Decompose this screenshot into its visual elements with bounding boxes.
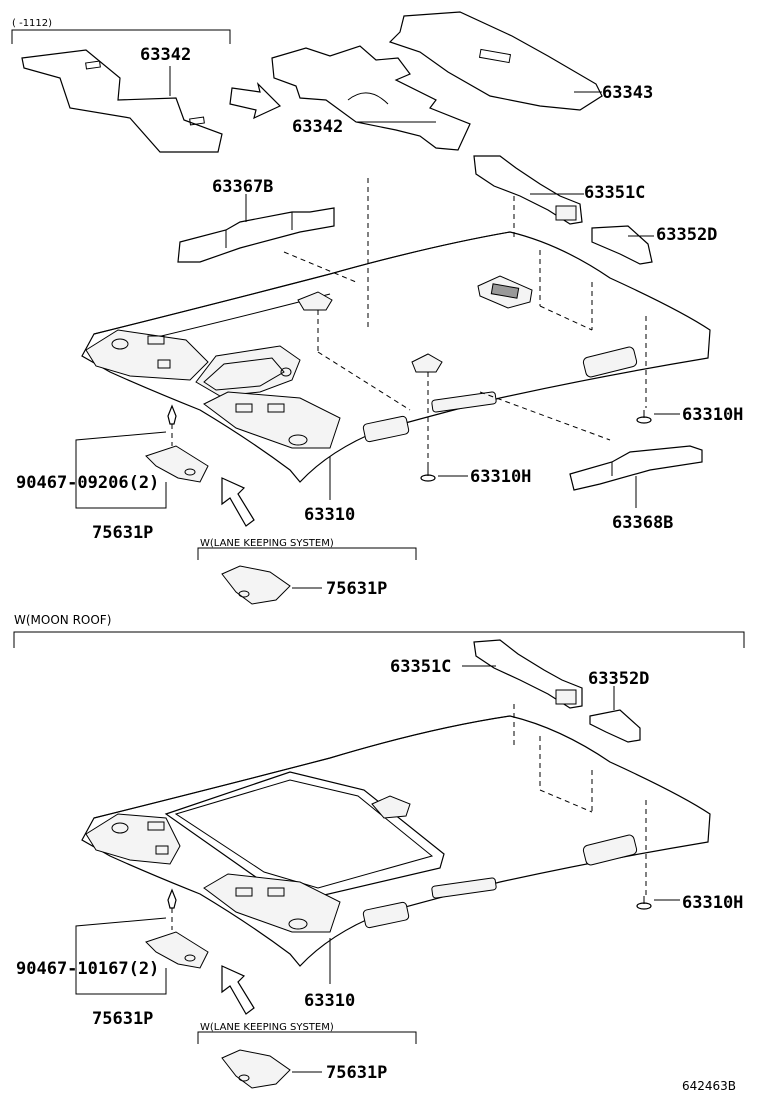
part-63368B: 63368B <box>569 445 703 533</box>
part-63351C: 63351C <box>473 155 645 225</box>
clip-63310H-right-upper: 63310H <box>636 405 743 425</box>
moon-roof-bracket: W(MOON ROOF) <box>13 613 745 648</box>
part-63351C-lower: 63351C <box>390 639 583 709</box>
label-75631P-a: 75631P <box>92 523 153 543</box>
top-bracket: ( -1112) <box>11 18 231 44</box>
label-63368B: 63368B <box>612 513 673 533</box>
pad-63342-large: 63342 <box>271 45 471 151</box>
headliner-63310-lower: 63310 <box>81 704 711 1011</box>
clip-63310H-lower: 63310H <box>636 893 743 913</box>
label-90467-10167: 90467-10167(2) <box>16 959 159 979</box>
headliner-63310-upper: 63310 <box>81 178 711 525</box>
label-75631P-lower-b: 75631P <box>326 1063 387 1083</box>
label-63310H-a: 63310H <box>682 405 743 425</box>
label-90467-09206: 90467-09206(2) <box>16 473 159 493</box>
label-75631P-b: 75631P <box>326 579 387 599</box>
label-63310-upper: 63310 <box>304 505 355 525</box>
label-63310H-lower: 63310H <box>682 893 743 913</box>
part-63352D: 63352D <box>591 225 717 265</box>
screw-and-bracket-upper: 90467-09206(2) 75631P <box>16 404 255 543</box>
diagram-id: 642463B <box>682 1079 736 1093</box>
clip-63310H-center-upper: 63310H <box>420 466 531 487</box>
direction-arrow <box>229 82 282 120</box>
lane-keeping-group-upper: W(LANE KEEPING SYSTEM) 75631P <box>197 538 417 605</box>
label-63310-lower: 63310 <box>304 991 355 1011</box>
label-63310H-b: 63310H <box>470 467 531 487</box>
label-75631P-lower-a: 75631P <box>92 1009 153 1029</box>
label-63351C: 63351C <box>584 183 645 203</box>
pad-63343: 63343 <box>388 11 653 111</box>
pad-63342-small: 63342 <box>21 45 223 153</box>
screw-and-bracket-lower: 90467-10167(2) 75631P <box>16 888 255 1029</box>
label-63342-a: 63342 <box>140 45 191 65</box>
label-63367B: 63367B <box>212 177 273 197</box>
label-63342-b: 63342 <box>292 117 343 137</box>
label-63352D: 63352D <box>656 225 717 245</box>
lane-keeping-group-lower: W(LANE KEEPING SYSTEM) 75631P <box>197 1022 417 1089</box>
part-63367B: 63367B <box>177 177 335 263</box>
moon-roof-caption: W(MOON ROOF) <box>14 613 111 627</box>
lane-keeping-caption-2: W(LANE KEEPING SYSTEM) <box>200 1022 334 1033</box>
label-63343: 63343 <box>602 83 653 103</box>
lane-keeping-caption-1: W(LANE KEEPING SYSTEM) <box>200 538 334 549</box>
top-bracket-caption: ( -1112) <box>12 18 52 29</box>
label-63352D-lower: 63352D <box>588 669 649 689</box>
label-63351C-lower: 63351C <box>390 657 451 677</box>
part-63352D-lower: 63352D <box>588 669 649 743</box>
